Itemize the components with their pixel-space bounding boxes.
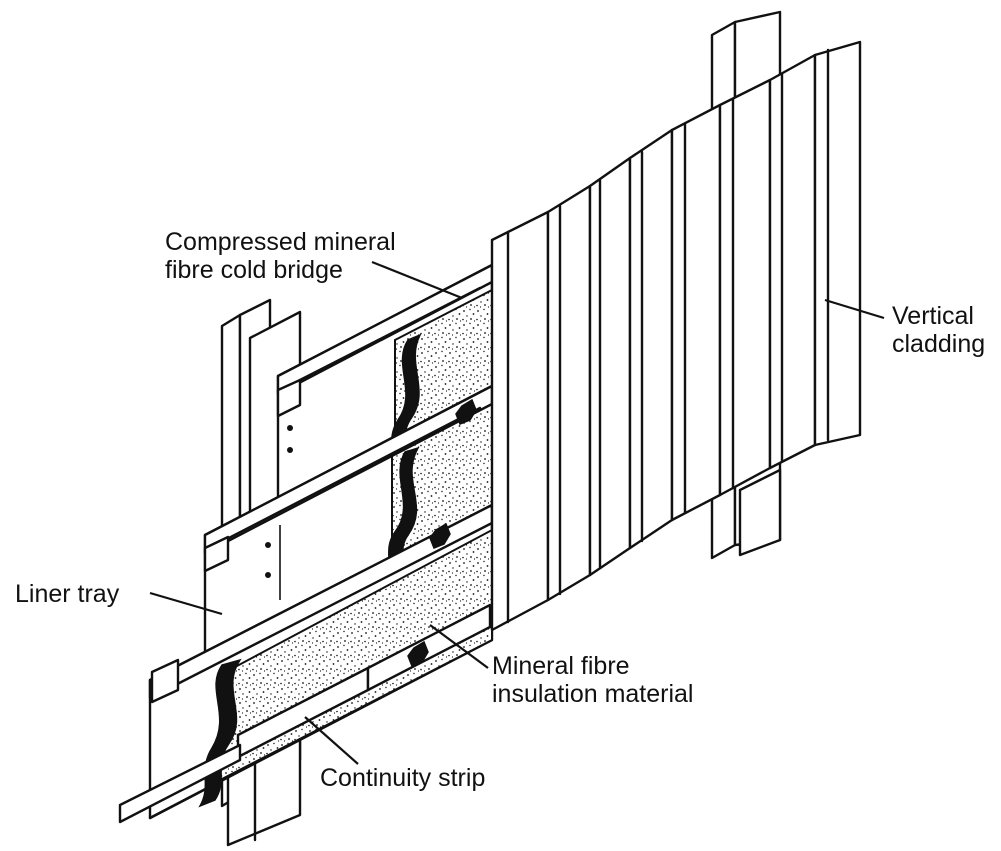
label-line: Mineral fibre — [492, 652, 630, 680]
cold-bridge-pads — [407, 398, 477, 667]
label-mineral-fibre-insulation: Mineral fibre insulation material — [492, 652, 694, 708]
label-continuity-strip: Continuity strip — [320, 764, 485, 792]
label-line: Liner tray — [15, 580, 120, 608]
continuity-strip — [118, 603, 492, 824]
vertical-cladding — [490, 40, 862, 632]
label-liner-tray: Liner tray — [15, 580, 119, 608]
label-line: Continuity strip — [320, 764, 486, 792]
label-compressed-mineral-fibre-cold-bridge: Compressed mineral fibre cold bridge — [165, 228, 396, 284]
label-line: fibre cold bridge — [165, 256, 343, 284]
label-vertical-cladding: Vertical cladding — [892, 302, 985, 358]
leader-lines — [149, 260, 885, 765]
label-line: cladding — [892, 330, 986, 358]
label-line: Vertical — [892, 302, 974, 330]
label-line: insulation material — [492, 680, 694, 708]
label-line: Compressed mineral — [165, 228, 396, 256]
liner-tray-lips — [150, 378, 302, 704]
